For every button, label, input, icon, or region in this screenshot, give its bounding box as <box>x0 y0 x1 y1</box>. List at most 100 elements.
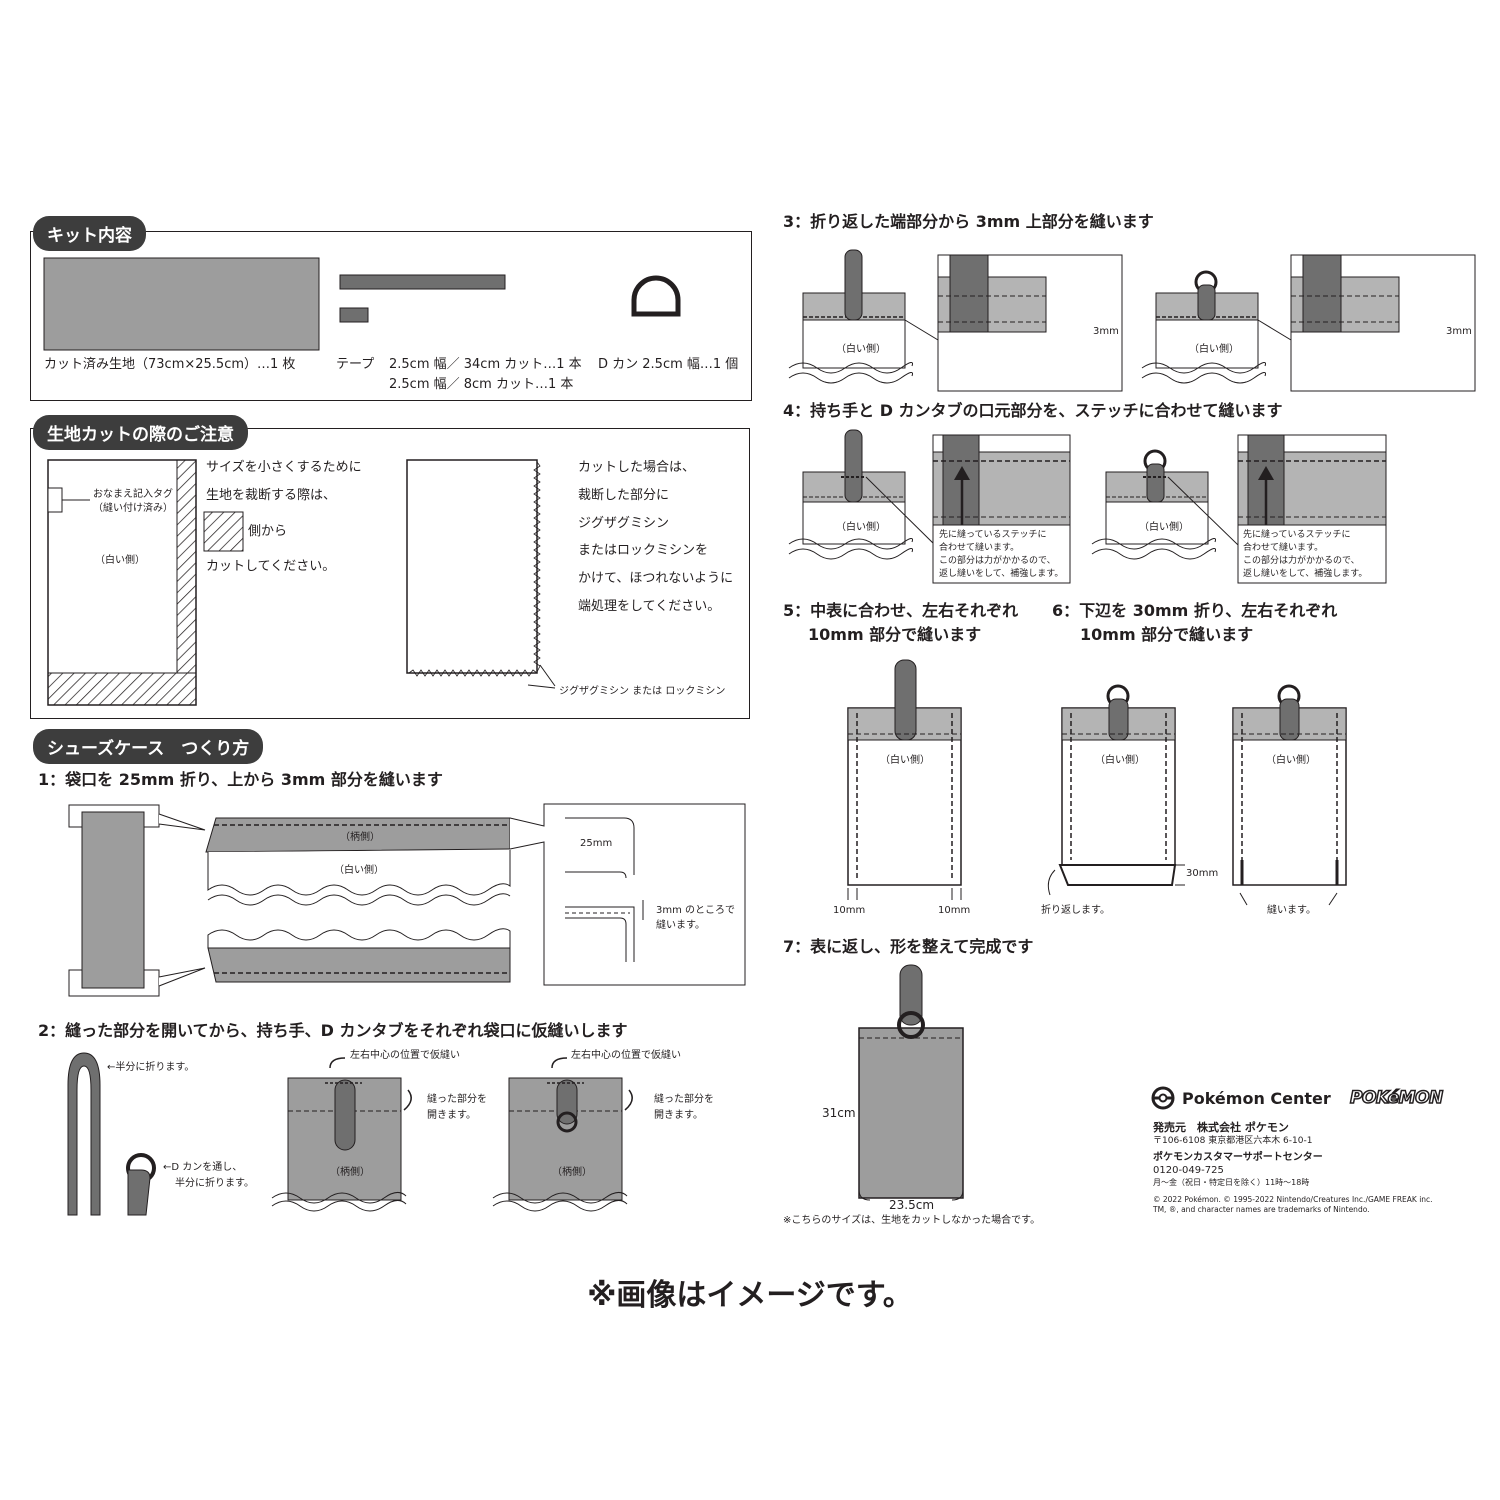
step7-width: 23.5cm <box>889 1198 935 1212</box>
cut-diagram-right <box>406 459 556 689</box>
kit-section-frame <box>30 231 752 401</box>
publisher-line2: 〒106-6108 東京都港区六本木 6-10-1 <box>1153 1136 1313 1146</box>
step2-center-note-a: 左右中心の位置で仮縫い <box>350 1050 460 1061</box>
step6-title-line1: 6：下辺を 30mm 折り、左右それぞれ <box>1052 601 1338 620</box>
copyright-line1: © 2022 Pokémon. © 1995-2022 Nintendo/Cre… <box>1153 1195 1433 1204</box>
step1-white-side: （白い側） <box>334 865 384 876</box>
zigzag-label: ジグザグミシン または ロックミシン <box>559 686 726 697</box>
step2-open-a1: 縫った部分を <box>427 1094 487 1105</box>
cut-right-line2: 裁断した部分に <box>578 488 670 503</box>
step4-diagram <box>788 429 1387 584</box>
cut-diagram-left <box>47 459 197 706</box>
step1-note-line1: 3mm のところで <box>656 905 736 916</box>
name-tag-sub: （縫い付け済み） <box>93 503 173 514</box>
step2-title: 2：縫った部分を開いてから、持ち手、D カンタブをそれぞれ袋口に仮縫いします <box>38 1021 628 1040</box>
step5-title-line2: 10mm 部分で縫います <box>808 625 982 644</box>
step4-note-a1: 先に縫っているステッチに <box>939 530 1047 540</box>
publisher-line1: 発売元 株式会社 ポケモン <box>1153 1121 1289 1134</box>
step5-dim-right: 10mm <box>938 905 971 916</box>
cut-left-text2: 生地を裁断する際は、 <box>206 488 337 503</box>
publisher-line3: ポケモンカスタマーサポートセンター <box>1153 1152 1323 1163</box>
step3-white-b: （白い側） <box>1189 344 1239 355</box>
step6-sew-note: 縫います。 <box>1267 905 1316 916</box>
step3-dim-a: 3mm <box>1093 326 1119 337</box>
cut-left-text1: サイズを小さくするために <box>206 460 362 475</box>
tape-long <box>339 274 506 290</box>
tape-short <box>339 307 369 323</box>
step1-title: 1：袋口を 25mm 折り、上から 3mm 部分を縫います <box>38 770 443 789</box>
cut-left-text3: 側から <box>248 524 288 539</box>
publisher-line5: 月〜金（祝日・特定日を除く）11時〜18時 <box>1153 1178 1310 1187</box>
step6-white-b: （白い側） <box>1266 755 1316 766</box>
step2-pattern-a: （柄側） <box>330 1167 370 1178</box>
kit-heading: キット内容 <box>33 216 146 251</box>
cut-left-text4: カットしてください。 <box>206 559 336 574</box>
step1-pattern-side: （柄側） <box>340 832 380 843</box>
tape-prefix: テープ <box>336 357 375 372</box>
cut-notice-heading: 生地カットの際のご注意 <box>33 415 248 450</box>
step5-white-side: （白い側） <box>880 755 930 766</box>
step2-open-a2: 開きます。 <box>427 1110 476 1121</box>
step6-fold-note: 折り返します。 <box>1041 905 1110 916</box>
tape-line2: 2.5cm 幅／ 8cm カット…1 本 <box>389 377 574 392</box>
cut-right-line6: 端処理をしてください。 <box>578 599 721 614</box>
step6-title-line2: 10mm 部分で縫います <box>1080 625 1254 644</box>
step4-note-a3: この部分は力がかかるので、 <box>939 556 1056 566</box>
step5-title-line1: 5：中表に合わせ、左右それぞれ <box>783 601 1019 620</box>
cut-right-line5: かけて、ほつれないように <box>578 571 734 586</box>
howto-heading: シューズケース つくり方 <box>33 729 264 764</box>
image-disclaimer: ※画像はイメージです。 <box>587 1278 913 1313</box>
step2-open-b2: 開きます。 <box>654 1110 703 1121</box>
step1-note-line2: 縫います。 <box>656 920 705 931</box>
cut-white-side: （白い側） <box>95 555 145 566</box>
step3-dim-b: 3mm <box>1446 326 1472 337</box>
step6-diagram <box>1047 684 1347 906</box>
fabric-label: カット済み生地（73cm×25.5cm）…1 枚 <box>44 357 296 372</box>
step2-pattern-b: （柄側） <box>552 1167 592 1178</box>
cut-right-line1: カットした場合は、 <box>578 460 696 475</box>
step3-title: 3：折り返した端部分から 3mm 上部分を縫います <box>783 212 1154 231</box>
step5-dim-left: 10mm <box>833 905 866 916</box>
step1-dim-25: 25mm <box>580 838 613 849</box>
publisher-line4: 0120-049-725 <box>1153 1165 1224 1176</box>
step4-note-a4: 返し縫いをして、補強します。 <box>939 569 1064 579</box>
d-ring-icon <box>631 275 681 317</box>
step4-note-b2: 合わせて縫います。 <box>1243 543 1324 553</box>
step2-center-note-b: 左右中心の位置で仮縫い <box>571 1050 681 1061</box>
step4-note-b3: この部分は力がかかるので、 <box>1243 556 1360 566</box>
dring-label: D カン 2.5cm 幅…1 個 <box>598 357 739 372</box>
hatch-swatch <box>203 511 244 552</box>
step4-white-b: （白い側） <box>1139 522 1189 533</box>
step7-title: 7：表に返し、形を整えて完成です <box>783 937 1034 956</box>
step2-open-b1: 縫った部分を <box>654 1094 714 1105</box>
step4-note-b1: 先に縫っているステッチに <box>1243 530 1351 540</box>
step6-dim: 30mm <box>1186 868 1219 879</box>
step4-note-b4: 返し縫いをして、補強します。 <box>1243 569 1368 579</box>
step2-dring-line2: 半分に折ります。 <box>175 1178 254 1189</box>
step2-diagram <box>67 1052 633 1216</box>
pokemon-center-brand: Pokémon Center <box>1182 1089 1331 1108</box>
copyright-line2: TM, ®, and character names are trademark… <box>1153 1205 1370 1214</box>
step4-white-a: （白い側） <box>836 522 886 533</box>
step4-note-a2: 合わせて縫います。 <box>939 543 1020 553</box>
step7-size-note: ※こちらのサイズは、生地をカットしなかった場合です。 <box>783 1215 1041 1226</box>
step1-diagram <box>68 803 746 997</box>
pokeball-icon <box>1151 1086 1175 1110</box>
cut-right-line4: またはロックミシンを <box>578 543 709 558</box>
name-tag-label: おなまえ記入タグ <box>93 489 173 500</box>
step6-white-a: （白い側） <box>1095 755 1145 766</box>
step3-diagram <box>788 249 1476 392</box>
cut-right-line3: ジグザグミシン <box>578 516 670 531</box>
cut-notice-frame <box>30 428 750 719</box>
step7-diagram <box>858 964 964 1201</box>
fabric-swatch <box>43 257 320 351</box>
step2-half-fold: ←半分に折ります。 <box>107 1062 195 1073</box>
step7-height: 31cm <box>822 1106 856 1120</box>
step4-title: 4：持ち手と D カンタブの口元部分を、ステッチに合わせて縫います <box>783 401 1283 420</box>
step2-dring-line1: ←D カンを通し、 <box>163 1162 243 1173</box>
tape-line1: 2.5cm 幅／ 34cm カット…1 本 <box>389 357 582 372</box>
step5-diagram <box>847 659 962 900</box>
pokemon-logo: POKéMON <box>1349 1087 1444 1109</box>
step3-white-a: （白い側） <box>836 344 886 355</box>
